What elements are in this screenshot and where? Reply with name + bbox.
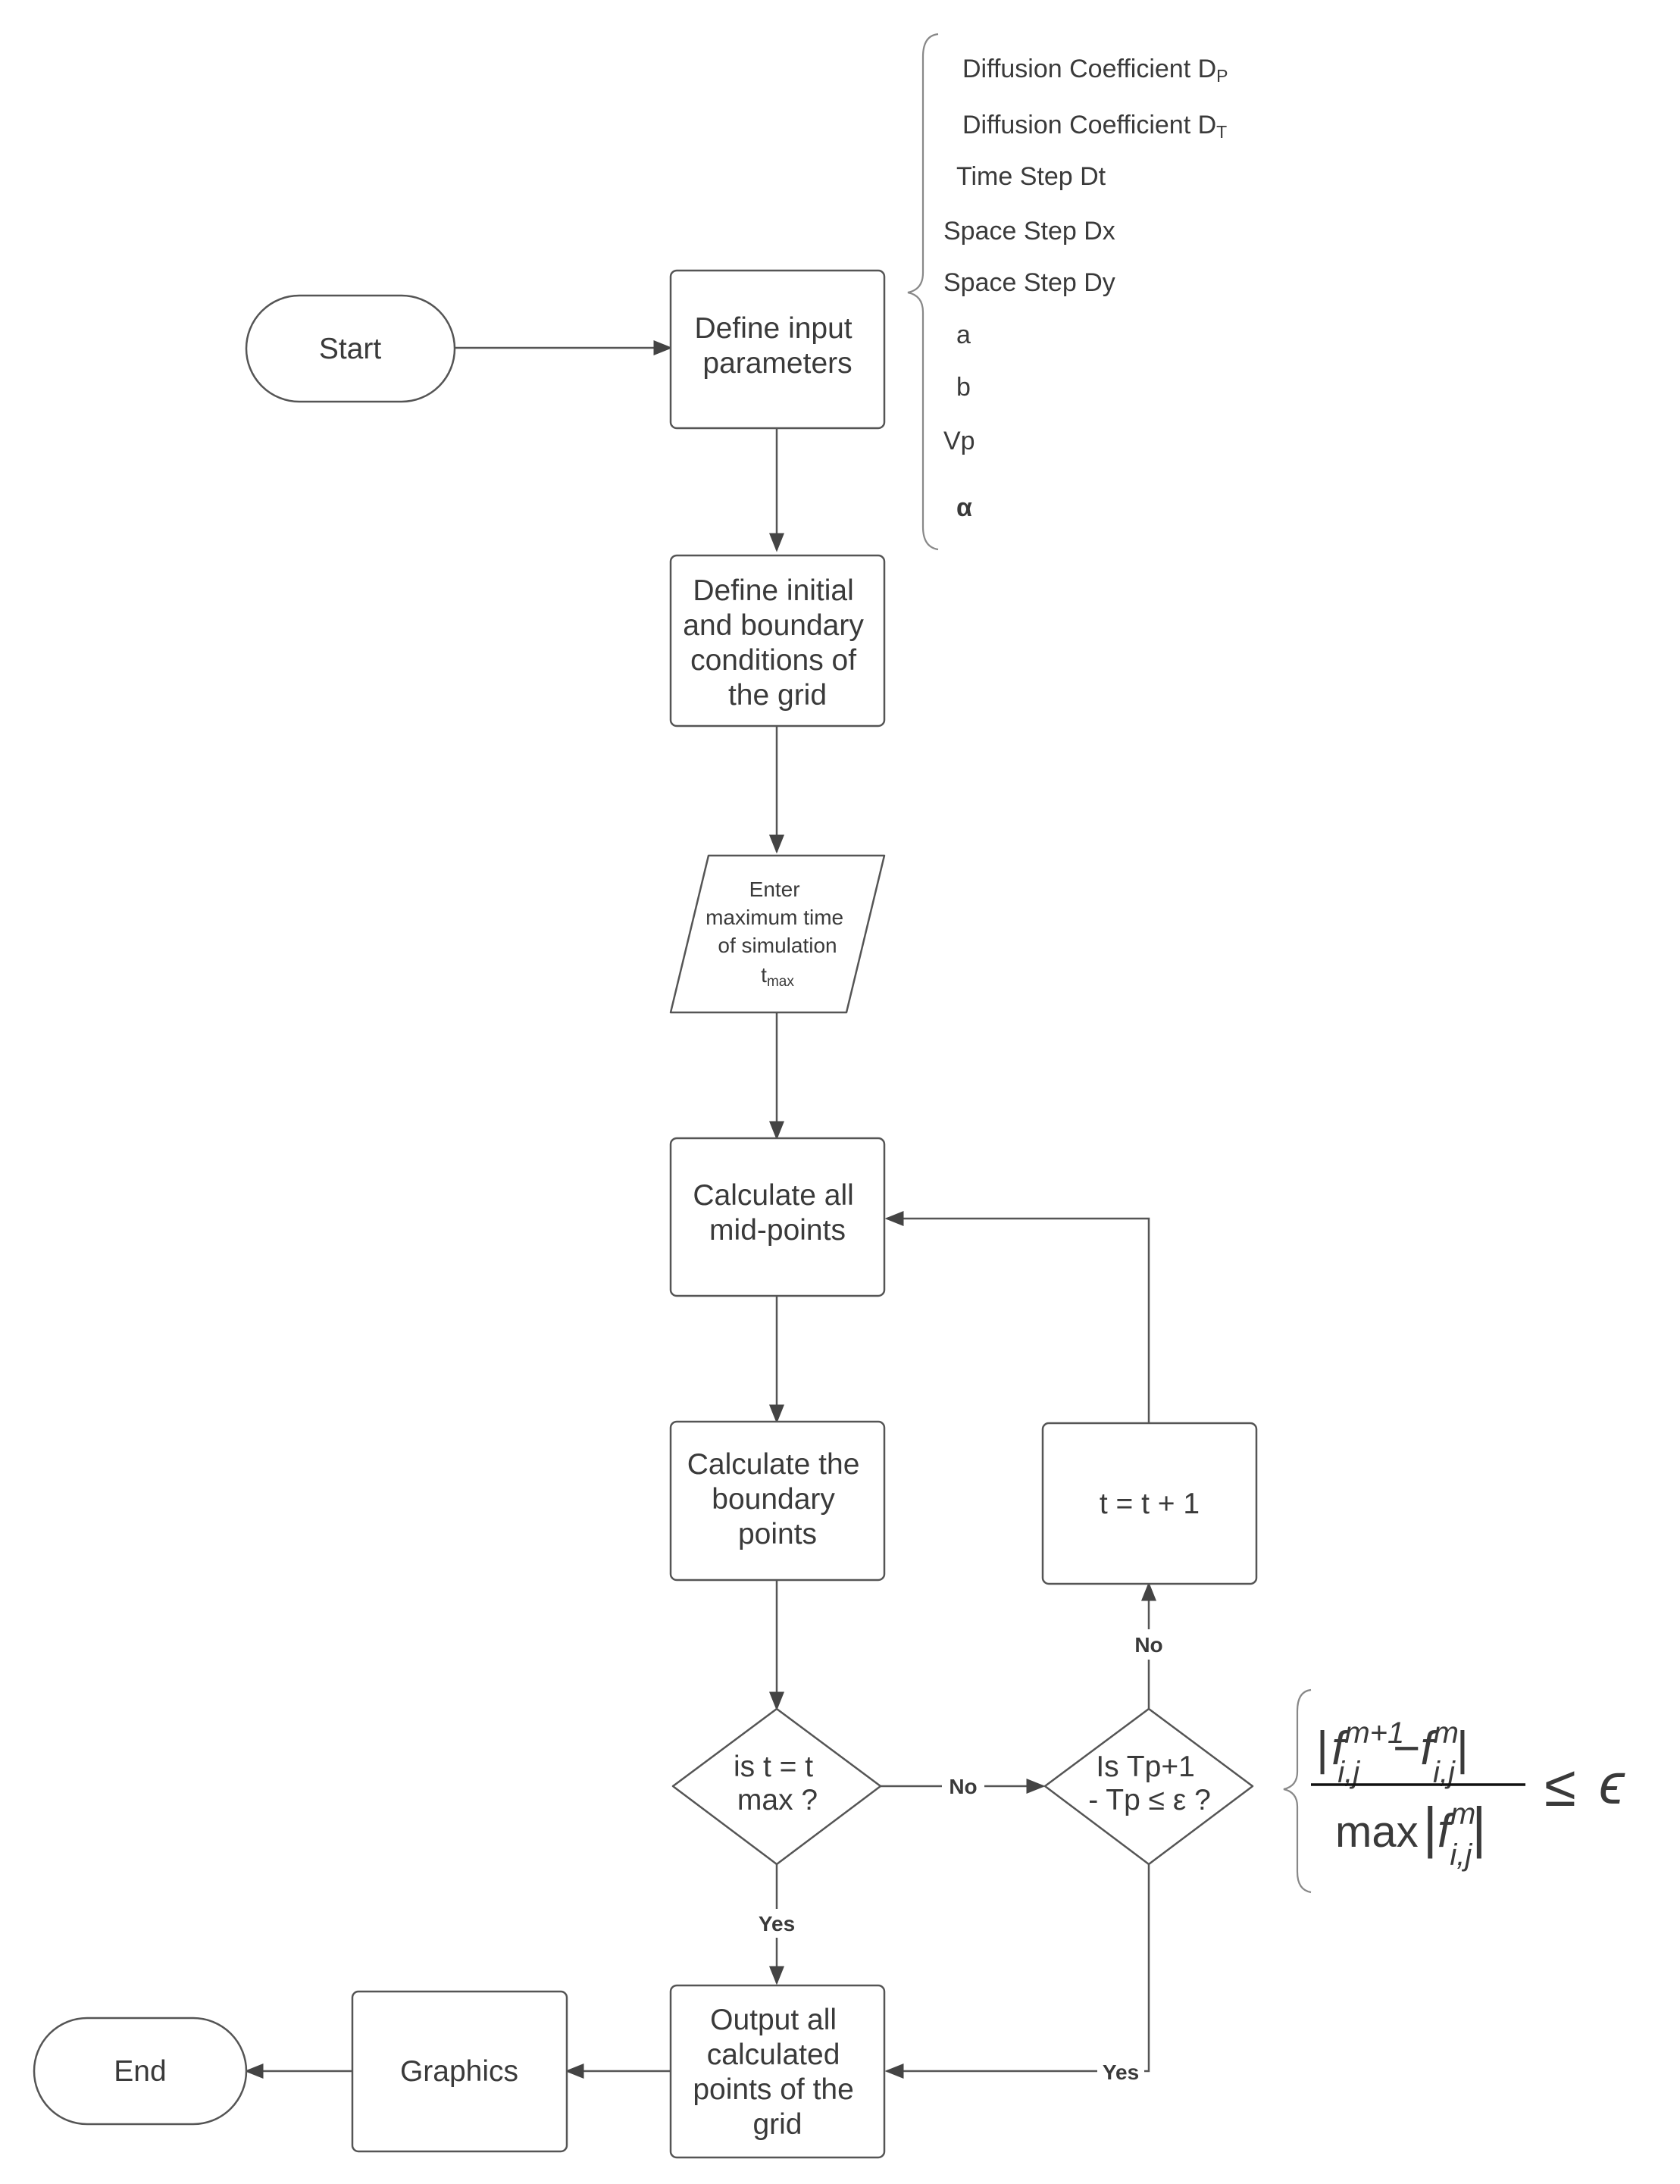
param-b: b [956,373,971,402]
end-label: End [114,2055,166,2088]
tmax-base: t [761,963,767,987]
decision-convergence-line-1: Is Tp+1 [1096,1751,1194,1783]
num-sup-curr: m [1434,1716,1459,1750]
param-a: a [956,321,971,349]
edge-labels: No Yes No Yes [752,1629,1168,2085]
num-sup-next: m+1 [1344,1716,1404,1750]
label-tmax-no: No [949,1775,977,1798]
node-end[interactable]: End [33,2017,248,2126]
num-minus: − [1393,1722,1420,1775]
param-diffusion-dt-sub: T [1216,122,1227,142]
den-max: max [1335,1807,1419,1857]
node-output-grid[interactable]: Output all calculated points of the grid [669,1984,886,2159]
calc-boundary-line-3: points [738,1518,817,1550]
define-inputs-line-2: parameters [702,347,852,380]
enter-tmax-line-3: of simulation [718,934,837,957]
calc-boundary-line-2: boundary [712,1483,835,1516]
enter-tmax-line-1: Enter [749,878,800,901]
param-vp: Vp [943,427,975,455]
define-conditions-line-4: the grid [728,679,827,712]
svg-text:Calculate all mid-points: Calculate all mid-points [693,1179,862,1247]
criterion-epsilon: ϵ [1599,1752,1625,1816]
enter-tmax-line-2: maximum time [705,906,843,929]
node-decision-convergence[interactable]: Is Tp+1 - Tp ≤ ε ? [1043,1707,1254,1866]
edge-increment-to-midpoints [884,1211,1150,1423]
criterion-leq: ≤ [1544,1754,1576,1819]
node-graphics[interactable]: Graphics [351,1990,568,2153]
tmax-sub: max [767,974,794,990]
param-alpha: α [956,493,972,522]
define-conditions-line-2: and boundary [683,609,864,642]
node-calculate-boundary[interactable]: Calculate the boundary points [669,1420,886,1582]
decision-tmax-line-2: max ? [737,1784,818,1816]
define-conditions-line-1: Define initial [693,574,853,607]
param-diffusion-dt-text: Diffusion Coefficient D [962,111,1216,139]
decision-convergence-line-2: - Tp ≤ ε ? [1088,1784,1211,1816]
param-diffusion-dp-text: Diffusion Coefficient D [962,55,1216,83]
parameter-brace [907,33,939,551]
increment-label: t = t + 1 [1100,1488,1200,1520]
svg-text:Output all calculated: Output all calculated points of the grid [693,2004,862,2141]
label-convergence-no: No [1134,1633,1162,1657]
param-space-step-dy: Space Step Dy [943,268,1115,297]
decision-tmax-line-1: is t = t [734,1751,813,1783]
param-diffusion-dp: Diffusion Coefficient DP [962,55,1228,86]
num-bar-open: | [1316,1722,1328,1775]
enter-tmax-symbol: tmax [761,963,794,990]
output-line-2: calculated [707,2039,840,2071]
node-define-conditions[interactable]: Define initial and boundary conditions o… [669,554,886,727]
calc-midpoints-line-2: mid-points [709,1214,846,1247]
define-inputs-line-1: Define input [695,312,853,345]
den-bar-open: | [1423,1796,1438,1859]
node-enter-max-time[interactable]: Enter maximum time of simulation tmax [669,854,886,1014]
output-line-4: grid [752,2108,802,2141]
den-sup: m [1450,1798,1475,1831]
svg-text:Calculate the boundary: Calculate the boundary points [687,1448,868,1550]
label-convergence-yes: Yes [1103,2060,1139,2084]
define-conditions-line-3: conditions of [690,644,856,677]
output-line-3: points of the [693,2073,853,2106]
node-define-input-parameters[interactable]: Define input parameters [669,269,886,430]
node-calculate-midpoints[interactable]: Calculate all mid-points [669,1137,886,1297]
calc-midpoints-line-1: Calculate all [693,1179,853,1212]
edges [244,340,1156,2079]
criterion-brace [1283,1688,1312,1894]
svg-text:is t = t max ?: is t = t max ? [734,1751,821,1816]
num-bar-close: | [1456,1722,1469,1775]
parameter-list: Diffusion Coefficient DP Diffusion Coeff… [907,33,1228,551]
param-diffusion-dt: Diffusion Coefficient DT [962,111,1227,142]
svg-text:Define input parameters: Define input parameters [695,312,861,380]
node-decision-t-max[interactable]: is t = t max ? [671,1707,882,1866]
node-increment-t[interactable]: t = t + 1 [1041,1422,1258,1585]
graphics-label: Graphics [400,2055,518,2088]
edge-convergence-yes-to-output [884,1864,1150,2079]
svg-text:Is Tp+1 - Tp ≤ ε ?: Is Tp+1 - Tp ≤ ε ? [1088,1751,1211,1816]
svg-text:Define initial and bound: Define initial and boundary conditions o… [683,574,871,712]
param-diffusion-dp-sub: P [1216,66,1228,86]
output-line-1: Output all [710,2004,837,2036]
param-time-step: Time Step Dt [956,162,1106,191]
node-start[interactable]: Start [245,294,456,403]
svg-text:Enter maximum time: Enter maximum time of simulation [705,878,849,957]
calc-boundary-line-1: Calculate the [687,1448,860,1481]
start-label: Start [319,333,382,365]
den-bar-close: | [1472,1796,1486,1859]
label-tmax-yes: Yes [759,1912,795,1935]
den-sub: i,j [1450,1838,1472,1872]
param-space-step-dx: Space Step Dx [943,217,1115,246]
